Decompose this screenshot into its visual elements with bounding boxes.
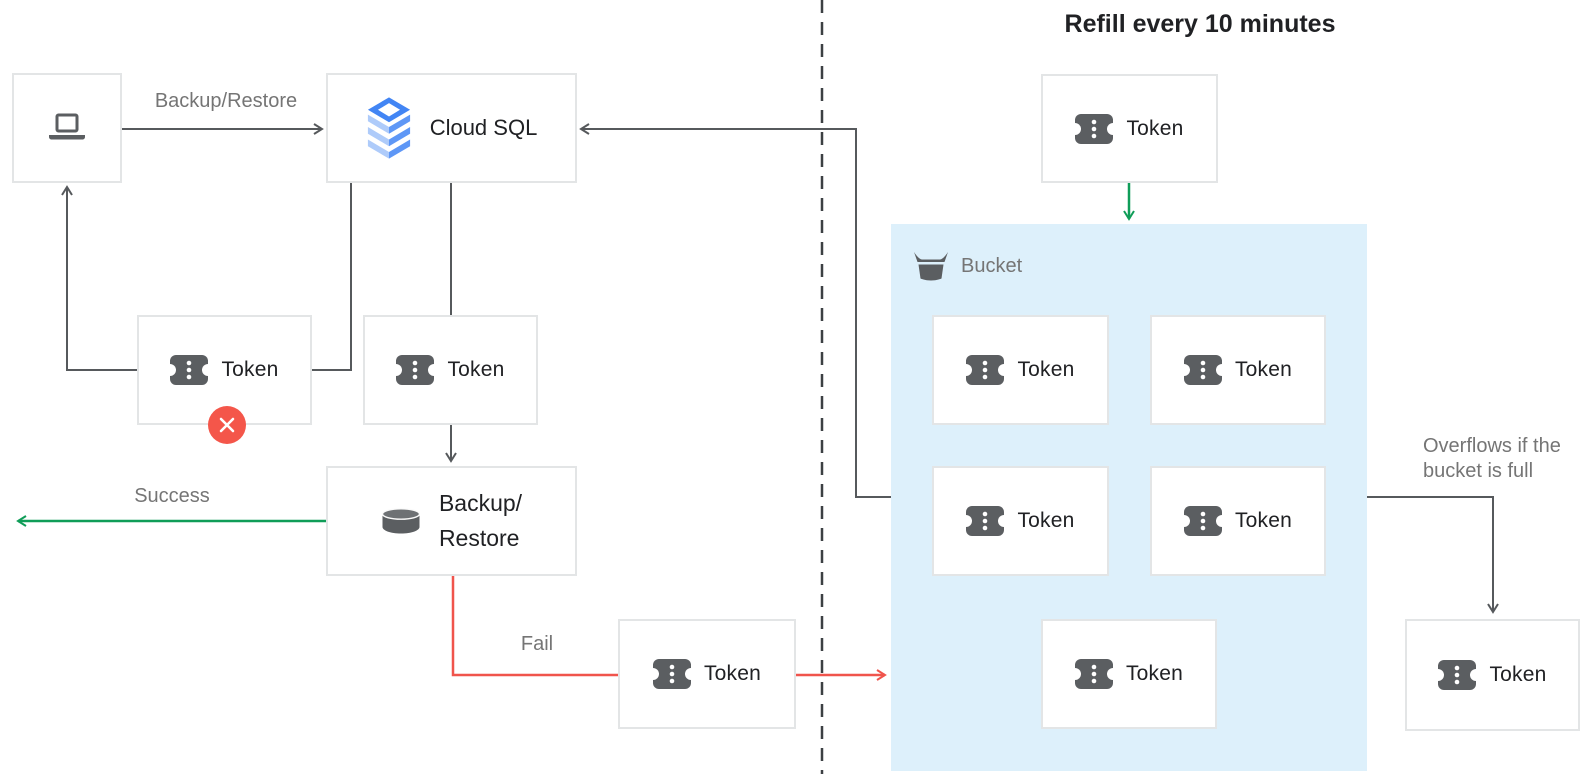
token-label: Token (1017, 358, 1075, 381)
database-cylinder-icon (381, 508, 421, 534)
token-ticket-icon (170, 355, 209, 385)
overflow-note: Overflows if the bucket is full (1423, 434, 1582, 484)
token-overflow-node: Token (1405, 619, 1580, 731)
edge-cloudsql-to-rejected-token (312, 183, 352, 371)
backup-restore-line1: Backup/ (438, 490, 523, 516)
cloud-sql-label: Cloud SQL (429, 115, 538, 140)
client-node (12, 73, 122, 183)
edge-bucket-overflow-to-token (1367, 496, 1499, 614)
edge-rejected-token-to-client (61, 185, 137, 371)
backup-restore-node: Backup/ Restore (326, 466, 577, 576)
token-ticket-icon (966, 355, 1005, 385)
bucket-header: Bucket (913, 250, 1022, 282)
token-ticket-icon (652, 659, 691, 689)
bucket-icon (914, 252, 948, 281)
token-ticket-icon (396, 355, 435, 385)
overflow-note-line1: Overflows if the (1423, 435, 1561, 457)
backup-restore-label: Backup/ Restore (439, 486, 522, 556)
backup-restore-line2: Restore (438, 525, 520, 551)
token-label: Token (1017, 509, 1075, 532)
bucket-label: Bucket (961, 254, 1023, 277)
overflow-note-line2: bucket is full (1423, 460, 1534, 482)
token-ticket-icon (1074, 659, 1113, 689)
token-refill-node: Token (1041, 74, 1218, 183)
edge-bucket-to-cloudsql (579, 123, 891, 498)
error-x-icon (208, 406, 246, 444)
cloud-sql-node: Cloud SQL (326, 73, 577, 183)
token-label: Token (1125, 662, 1184, 685)
bucket-token-node: Token (932, 466, 1109, 576)
token-label: Token (221, 358, 279, 381)
bucket-token-node: Token (1041, 619, 1217, 729)
cloud-sql-stack-icon (367, 97, 410, 159)
token-ticket-icon (1183, 506, 1222, 536)
laptop-icon (49, 113, 85, 140)
token-label: Token (1234, 358, 1293, 381)
token-label: Token (703, 662, 762, 685)
token-label: Token (1234, 509, 1293, 532)
token-ticket-icon (966, 506, 1005, 536)
token-request-node: Token (363, 315, 538, 425)
token-label: Token (1489, 663, 1547, 686)
edge-label-fail: Fail (520, 633, 554, 655)
bucket-token-node: Token (1150, 315, 1326, 425)
bucket-token-node: Token (1150, 466, 1326, 576)
edge-backup-fail-to-token (451, 576, 618, 677)
x-glyph (219, 417, 235, 433)
edge-label-success: Success (134, 485, 210, 507)
bucket-token-node: Token (932, 315, 1109, 425)
token-ticket-icon (1438, 660, 1477, 690)
token-ticket-icon (1075, 113, 1114, 144)
token-label: Token (447, 358, 505, 381)
token-ticket-icon (1183, 355, 1222, 385)
token-failed-node: Token (618, 619, 796, 729)
diagram-title: Refill every 10 minutes (1064, 10, 1336, 38)
bucket-area: Bucket Token Token Token (891, 224, 1367, 771)
token-label: Token (1126, 116, 1184, 140)
edge-label-request: Backup/Restore (154, 90, 298, 112)
